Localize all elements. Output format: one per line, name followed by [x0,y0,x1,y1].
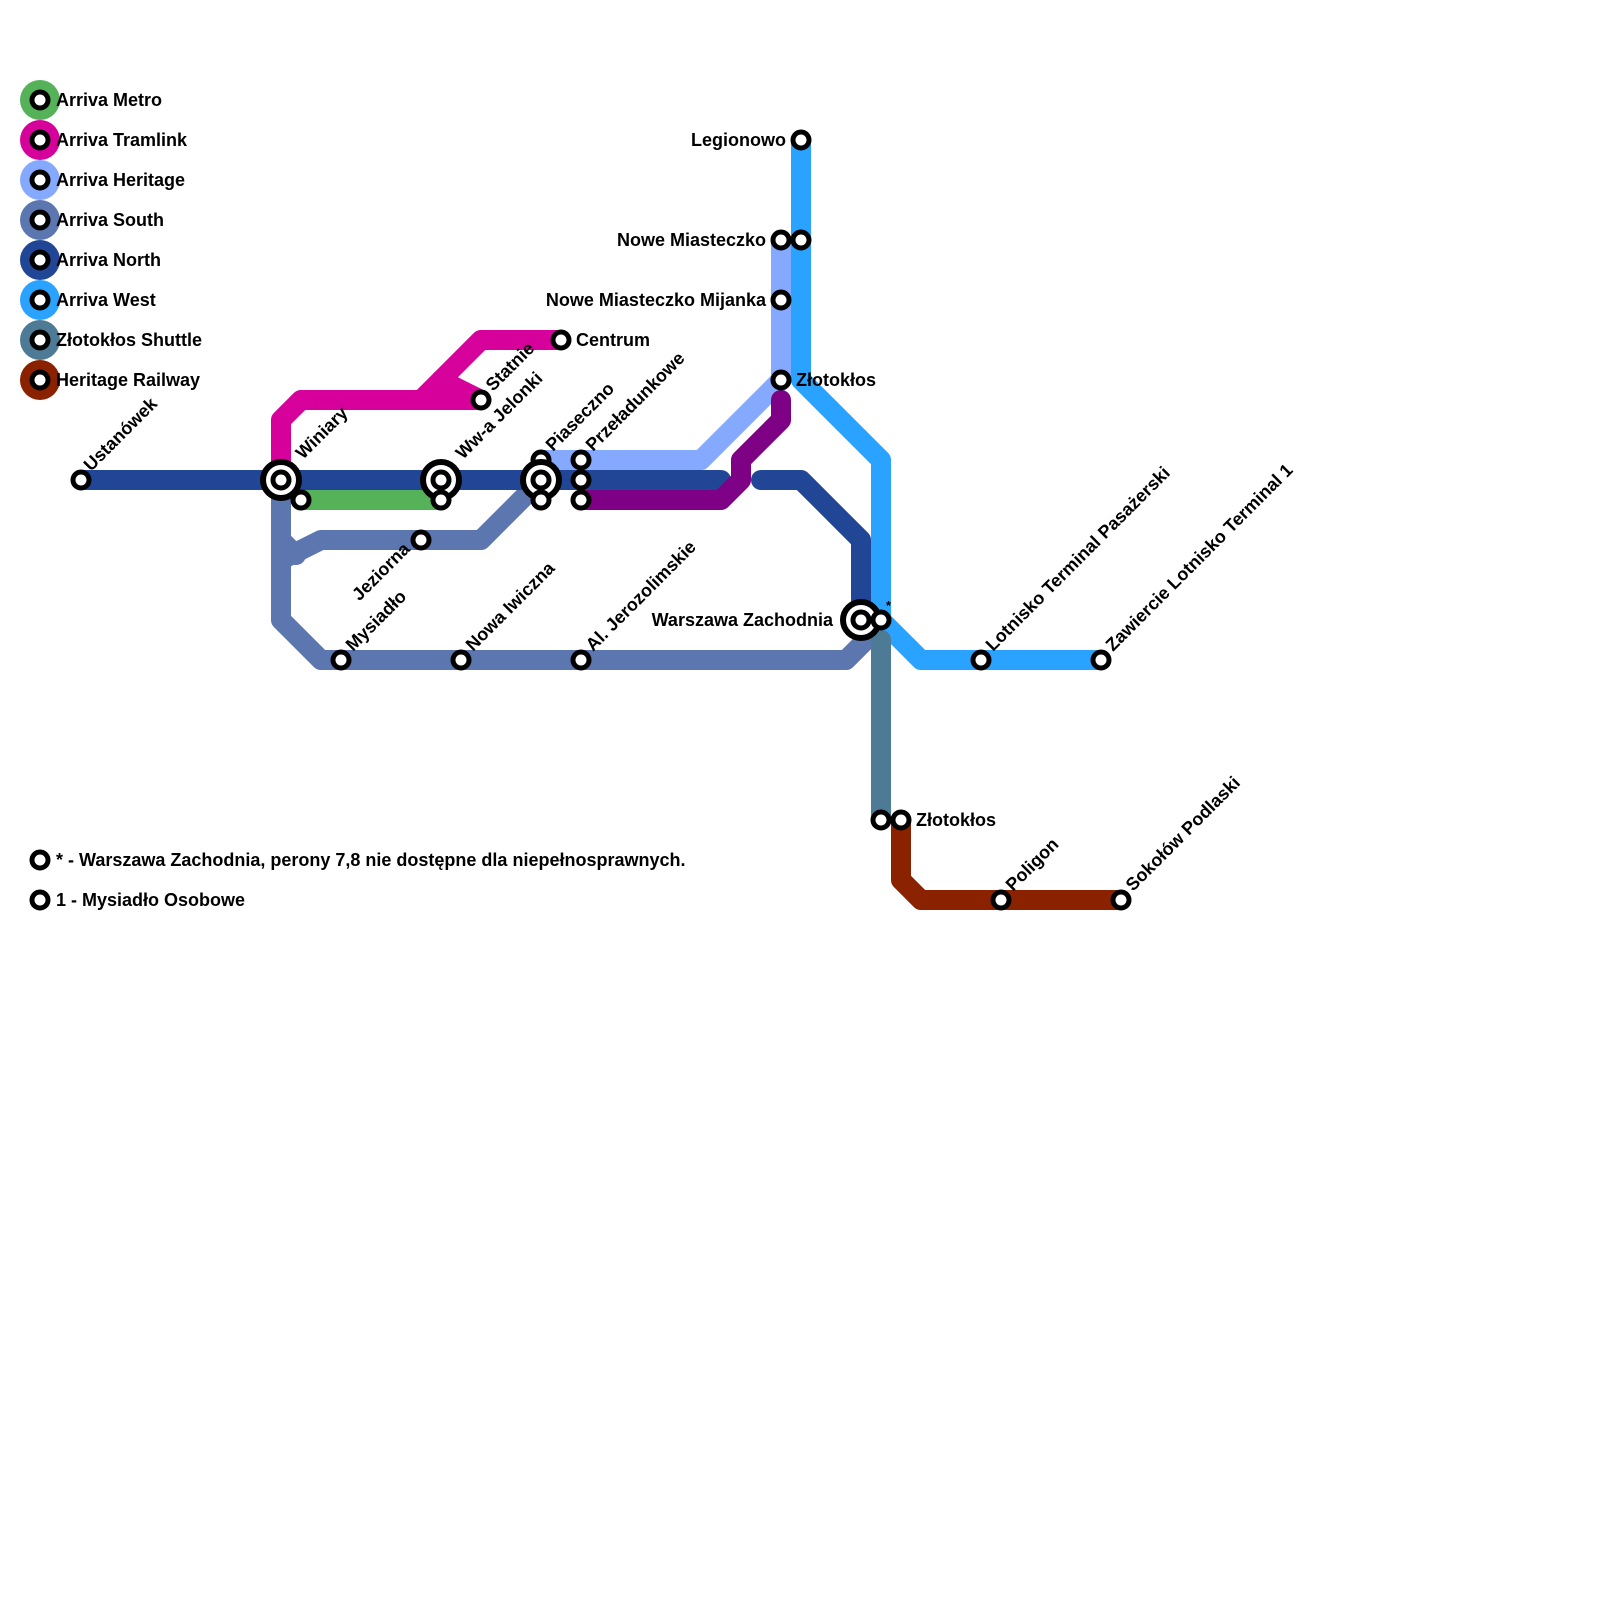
station-piaseczno[interactable] [530,469,552,491]
legend-label: Arriva Heritage [56,170,185,190]
legend-item-arriva-heritage[interactable]: Arriva Heritage [20,160,185,200]
label-poligon: Poligon [1002,834,1063,895]
station-zlotoklos-bottom-shuttle[interactable] [870,809,892,831]
note-text: 1 - Mysiadło Osobowe [56,890,245,910]
note-accessibility: * - Warszawa Zachodnia, perony 7,8 nie d… [29,849,685,871]
station-wwa-jelonki[interactable] [430,469,452,491]
station-warszawa-zachodnia[interactable] [850,609,872,631]
label-warszawa-zachodnia-star: * [886,598,892,613]
legend-item-zlotoklos-shuttle[interactable]: Złotokłos Shuttle [20,320,202,360]
station-al-jerozolimskie[interactable] [570,649,592,671]
legend-item-arriva-south[interactable]: Arriva South [20,200,164,240]
legend-item-heritage-railway[interactable]: Heritage Railway [20,360,200,400]
label-zlotoklos-top: Złotokłos [796,370,876,390]
note-station-icon [29,889,51,911]
label-mysiadlo: Mysiadło [342,586,411,655]
station-winiary-metro[interactable] [290,489,312,511]
legend-label: Arriva West [56,290,156,310]
legend-item-arriva-north[interactable]: Arriva North [20,240,161,280]
legend-label: Heritage Railway [56,370,200,390]
station-nowe-miasteczko-mijanka[interactable] [770,289,792,311]
station-centrum[interactable] [550,329,572,351]
station-piaseczno-south[interactable] [530,489,552,511]
label-nowe-miasteczko-mijanka: Nowe Miasteczko Mijanka [546,290,767,310]
station-przeladunkowe-heritage[interactable] [570,449,592,471]
label-zlotoklos-bottom: Złotokłos [916,810,996,830]
station-warszawa-zachodnia-west[interactable] [870,609,892,631]
legend-station-icon [29,289,51,311]
station-statnie[interactable] [470,389,492,411]
line-arriva-tramlink[interactable] [271,330,571,490]
label-zawiercie-lotnisko-terminal-1: Zawiercie Lotnisko Terminal 1 [1102,460,1297,655]
station-labels: Ustanówek Winiary Ww-a Jelonki Statnie C… [80,130,1297,895]
line-arriva-west[interactable] [791,130,1111,670]
legend-station-icon [29,249,51,271]
station-zawiercie-lotnisko-terminal-1[interactable] [1090,649,1112,671]
station-zlotoklos-top[interactable] [770,369,792,391]
station-wwa-jelonki-metro[interactable] [430,489,452,511]
legend-label: Arriva Metro [56,90,162,110]
legend-item-arriva-tramlink[interactable]: Arriva Tramlink [20,120,188,160]
stations [70,129,1132,911]
notes: * - Warszawa Zachodnia, perony 7,8 nie d… [29,849,685,911]
label-nowe-miasteczko: Nowe Miasteczko [617,230,766,250]
legend-station-icon [29,329,51,351]
note-mysiadlo-osobowe: 1 - Mysiadło Osobowe [29,889,245,911]
station-poligon[interactable] [990,889,1012,911]
station-nowe-miasteczko-west[interactable] [790,229,812,251]
station-nowa-iwiczna[interactable] [450,649,472,671]
legend-label: Arriva North [56,250,161,270]
station-ustanowek[interactable] [70,469,92,491]
label-ustanowek: Ustanówek [80,393,162,475]
note-text: * - Warszawa Zachodnia, perony 7,8 nie d… [56,850,685,870]
lines [71,130,1131,910]
label-legionowo: Legionowo [691,130,786,150]
label-al-jerozolimskie: Al. Jerozolimskie [582,537,700,655]
station-winiary[interactable] [270,469,292,491]
note-station-icon [29,849,51,871]
station-jeziorna[interactable] [410,529,432,551]
label-sokolow-podlaski: Sokołów Podlaski [1122,772,1244,894]
label-warszawa-zachodnia: Warszawa Zachodnia [652,610,834,630]
line-arriva-north-east[interactable] [751,470,871,630]
legend-label: Arriva Tramlink [56,130,188,150]
legend-station-icon [29,89,51,111]
legend-station-icon [29,369,51,391]
legend-station-icon [29,129,51,151]
line-arriva-south-spur[interactable] [271,530,306,565]
line-purple[interactable] [571,390,791,510]
label-lotnisko-terminal-pasazerski: Lotnisko Terminal Pasażerski [982,463,1174,655]
legend: Arriva Metro Arriva Tramlink Arriva Heri… [20,80,202,400]
label-centrum: Centrum [576,330,650,350]
legend-label: Arriva South [56,210,164,230]
legend-station-icon [29,169,51,191]
station-mysiadlo[interactable] [330,649,352,671]
legend-station-icon [29,209,51,231]
label-nowa-iwiczna: Nowa Iwiczna [462,557,560,655]
line-heritage-railway[interactable] [891,810,1131,910]
station-lotnisko-terminal-pasazerski[interactable] [970,649,992,671]
legend-label: Złotokłos Shuttle [56,330,202,350]
line-arriva-south[interactable] [271,470,876,670]
legend-item-arriva-west[interactable]: Arriva West [20,280,156,320]
station-zlotoklos-bottom-railway[interactable] [890,809,912,831]
station-przeladunkowe-north[interactable] [570,469,592,491]
station-nowe-miasteczko-heritage[interactable] [770,229,792,251]
station-przeladunkowe-purple[interactable] [570,489,592,511]
legend-item-arriva-metro[interactable]: Arriva Metro [20,80,162,120]
station-legionowo[interactable] [790,129,812,151]
station-sokolow-podlaski[interactable] [1110,889,1132,911]
